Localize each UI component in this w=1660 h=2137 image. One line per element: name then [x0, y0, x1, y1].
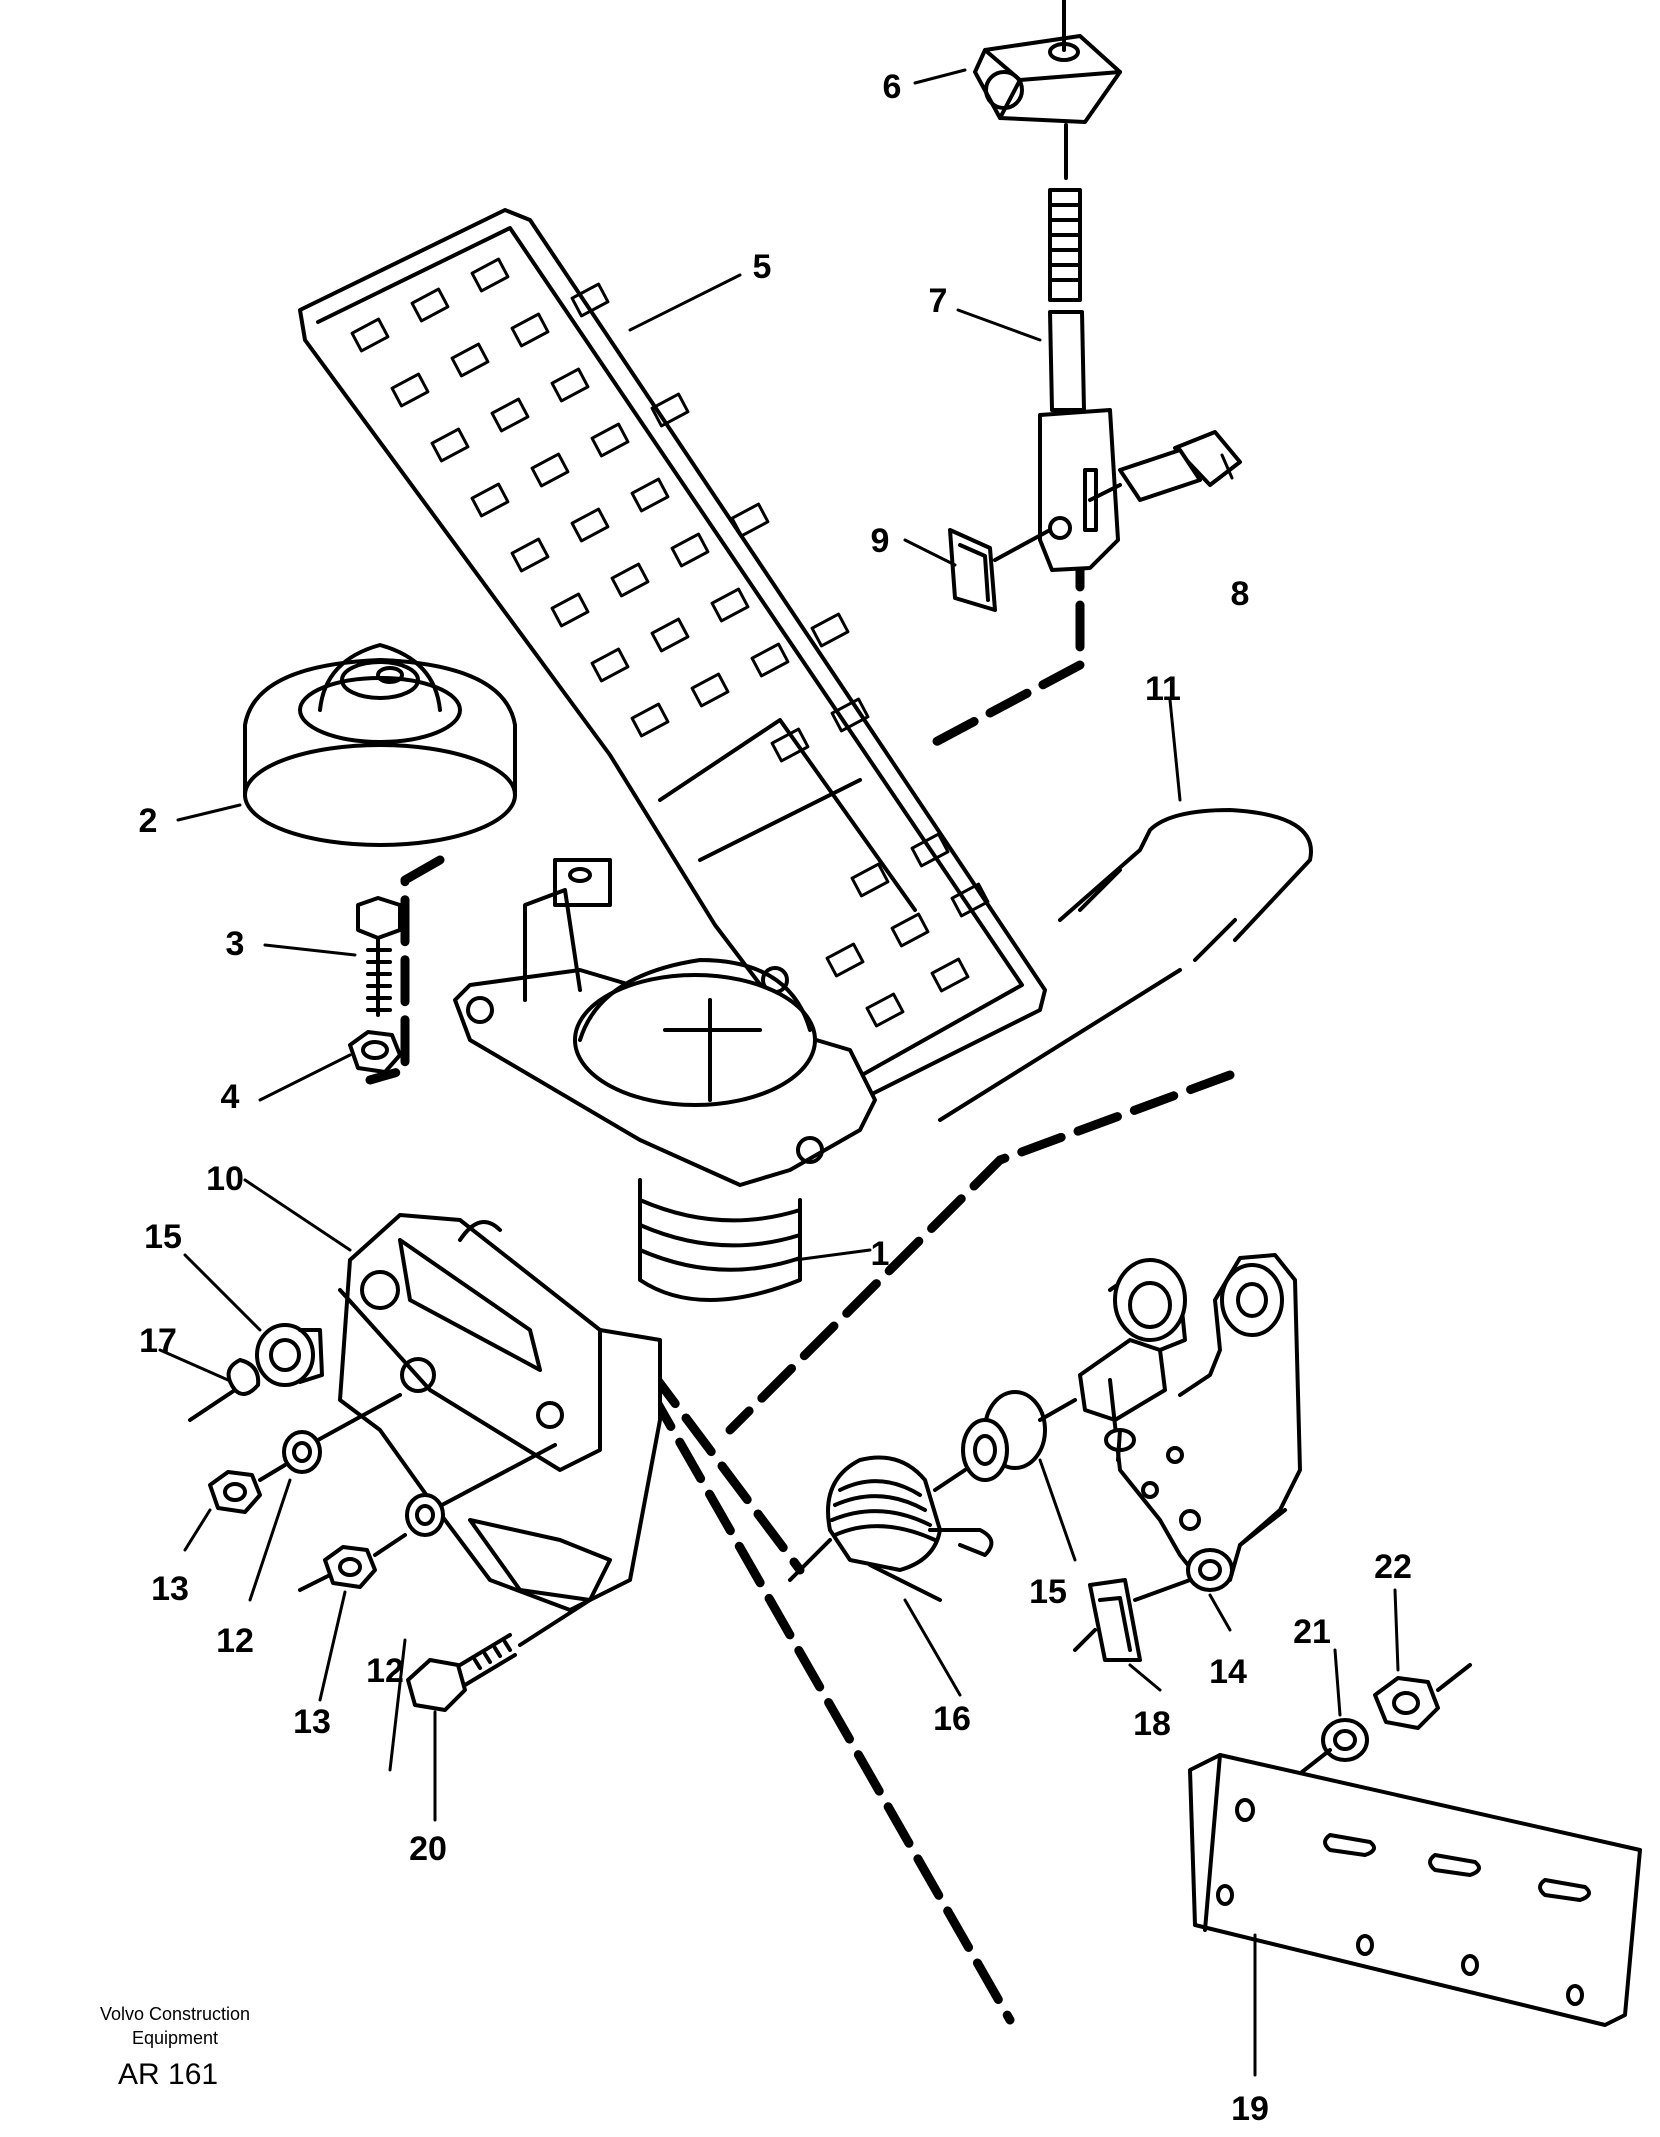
label-1: 1 [871, 1235, 890, 1273]
part-1-pedal-base [453, 858, 877, 1302]
part-18-clip [1073, 1578, 1192, 1662]
label-12-center: 12 [366, 1652, 404, 1690]
part-21-washer [1321, 1718, 1369, 1762]
small-pin [1104, 1428, 1136, 1462]
part-17-circlip [188, 1358, 261, 1422]
label-8: 8 [1231, 575, 1250, 613]
part-4-nut [348, 1030, 402, 1074]
company-name: Volvo Construction Equipment [60, 2002, 290, 2050]
label-12-lower-left: 12 [216, 1622, 254, 1660]
leader-lines [158, 68, 1400, 2077]
label-4: 4 [221, 1078, 240, 1116]
label-2: 2 [139, 802, 158, 840]
part-7-clevis-rod [1038, 123, 1120, 572]
label-17: 17 [139, 1322, 177, 1360]
label-16: 16 [933, 1700, 971, 1738]
part-12-washer-lower [405, 1443, 557, 1537]
label-15-left: 15 [144, 1218, 182, 1256]
label-11: 11 [1145, 670, 1181, 708]
label-21: 21 [1293, 1613, 1331, 1651]
label-18: 18 [1133, 1705, 1171, 1743]
label-20: 20 [409, 1830, 447, 1868]
part-12-washer-upper [282, 1393, 402, 1474]
company-name-line1: Volvo Construction [99, 2004, 251, 2024]
part-9-clip [948, 528, 1052, 612]
company-name-line2: Equipment [131, 2028, 219, 2048]
part-22-nut [1258, 1663, 1472, 1807]
diagram-code: AR 161 [118, 2058, 219, 2091]
label-9: 9 [871, 522, 890, 560]
label-13-left: 13 [151, 1570, 189, 1608]
part-2-rubber-buffer [243, 643, 517, 847]
part-labels: 1 2 3 4 5 6 7 8 9 10 11 12 12 13 13 14 1… [139, 68, 1412, 2128]
part-15-bushing-left [255, 1323, 324, 1387]
part-20-bolt [406, 1598, 592, 1712]
label-10: 10 [206, 1160, 244, 1198]
part-19-mounting-plate [1188, 1753, 1642, 2027]
part-13-nut-upper [208, 1463, 287, 1514]
part-3-bolt [356, 896, 402, 1017]
label-22: 22 [1374, 1548, 1412, 1586]
label-14: 14 [1209, 1653, 1247, 1691]
part-14-lever-plate [1108, 1253, 1302, 1592]
label-15-right: 15 [1029, 1573, 1067, 1611]
label-6: 6 [883, 68, 902, 106]
part-5-pedal-pad [298, 208, 1047, 1097]
label-5: 5 [753, 248, 772, 286]
label-7: 7 [929, 282, 948, 320]
part-8-pin [1088, 430, 1242, 502]
part-16-spring [788, 1455, 994, 1602]
part-15-bushing-right [933, 1390, 1047, 1492]
label-13-center: 13 [293, 1703, 331, 1741]
part-13-nut-lower [298, 1533, 407, 1592]
part-6-block [973, 0, 1122, 124]
part-11-return-spring-rod [938, 808, 1313, 1122]
pivot-shaft [1038, 1258, 1187, 1422]
label-3: 3 [226, 925, 245, 963]
label-19: 19 [1231, 2090, 1269, 2128]
part-10-bracket [338, 1213, 662, 1612]
